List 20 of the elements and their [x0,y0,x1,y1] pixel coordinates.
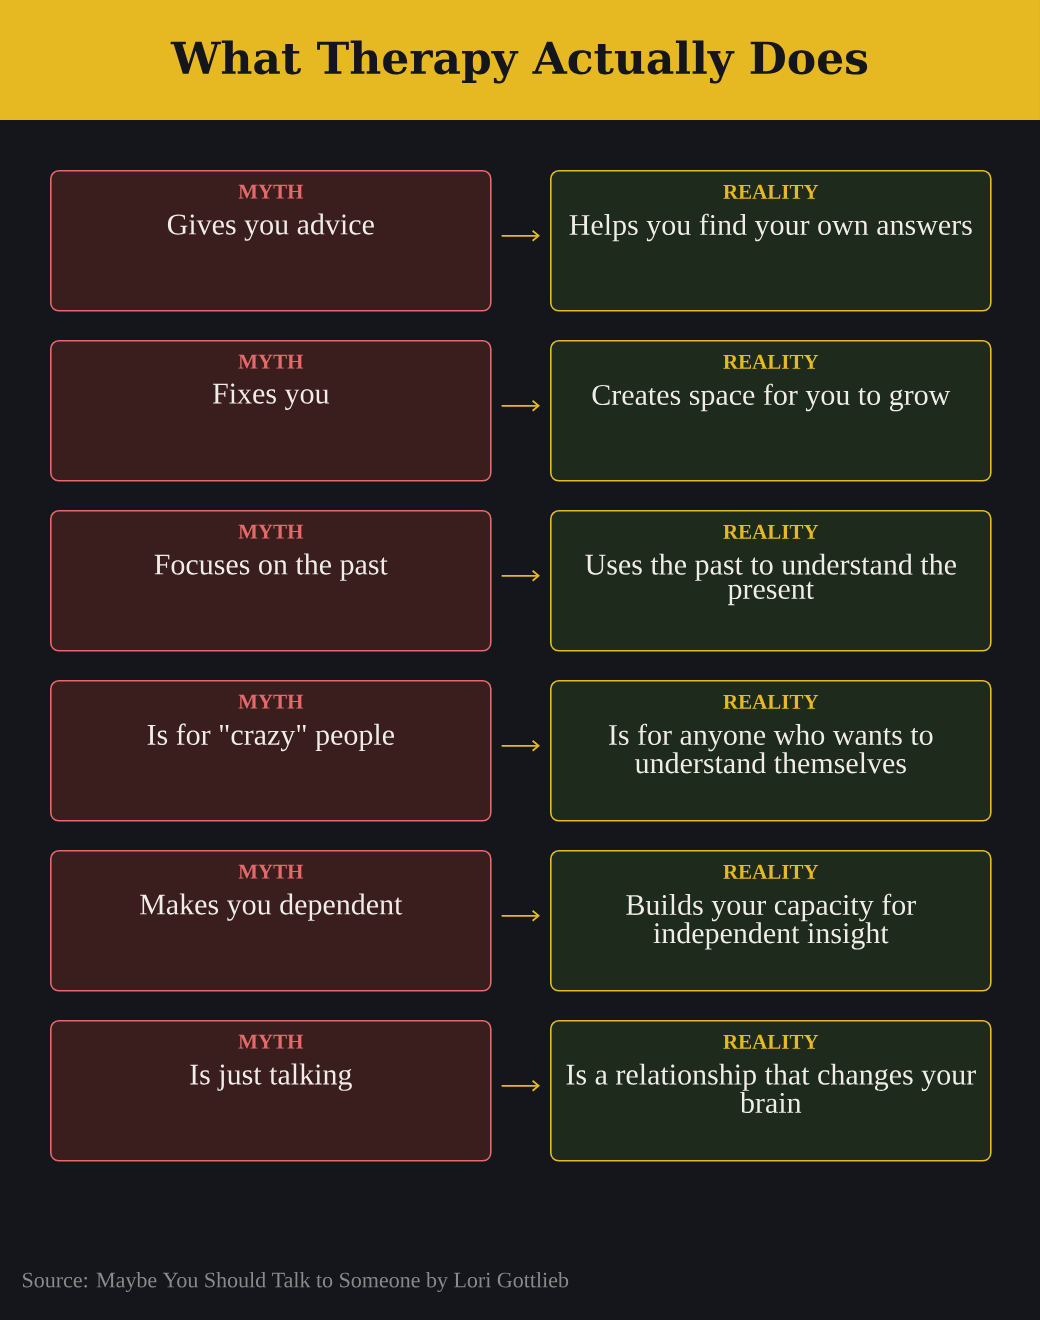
reality-box: REALITY Is for anyone who wants to understand themselves [550,680,992,822]
source-note: Source: Maybe You Should Talk to Someone by Lori Gottlieb [23,1272,569,1292]
myth-box: MYTH Is just talking [50,1020,492,1162]
myth-box: MYTH Is for "crazy" people [50,680,492,822]
arrow [500,909,540,922]
myth-box: MYTH Focuses on the past [50,510,492,652]
myth-box: MYTH Gives you advice [50,170,492,312]
reality-box: REALITY Builds your capacity for independent insight [550,850,992,992]
arrow [500,229,540,242]
arrow [500,1079,540,1092]
myth-box: MYTH Makes you dependent [50,850,492,992]
arrow [500,739,540,752]
arrow [500,569,540,582]
arrow [500,399,540,412]
reality-box: REALITY Helps you find your own answers [550,170,992,312]
reality-box: REALITY Uses the past to understand the present [550,510,992,652]
myth-box: MYTH Fixes you [50,340,492,482]
reality-box: REALITY Creates space for you to grow [550,340,992,482]
title-banner: What Therapy Actually Does [0,0,1040,120]
reality-box: REALITY Is a relationship that changes your brain [550,1020,992,1162]
